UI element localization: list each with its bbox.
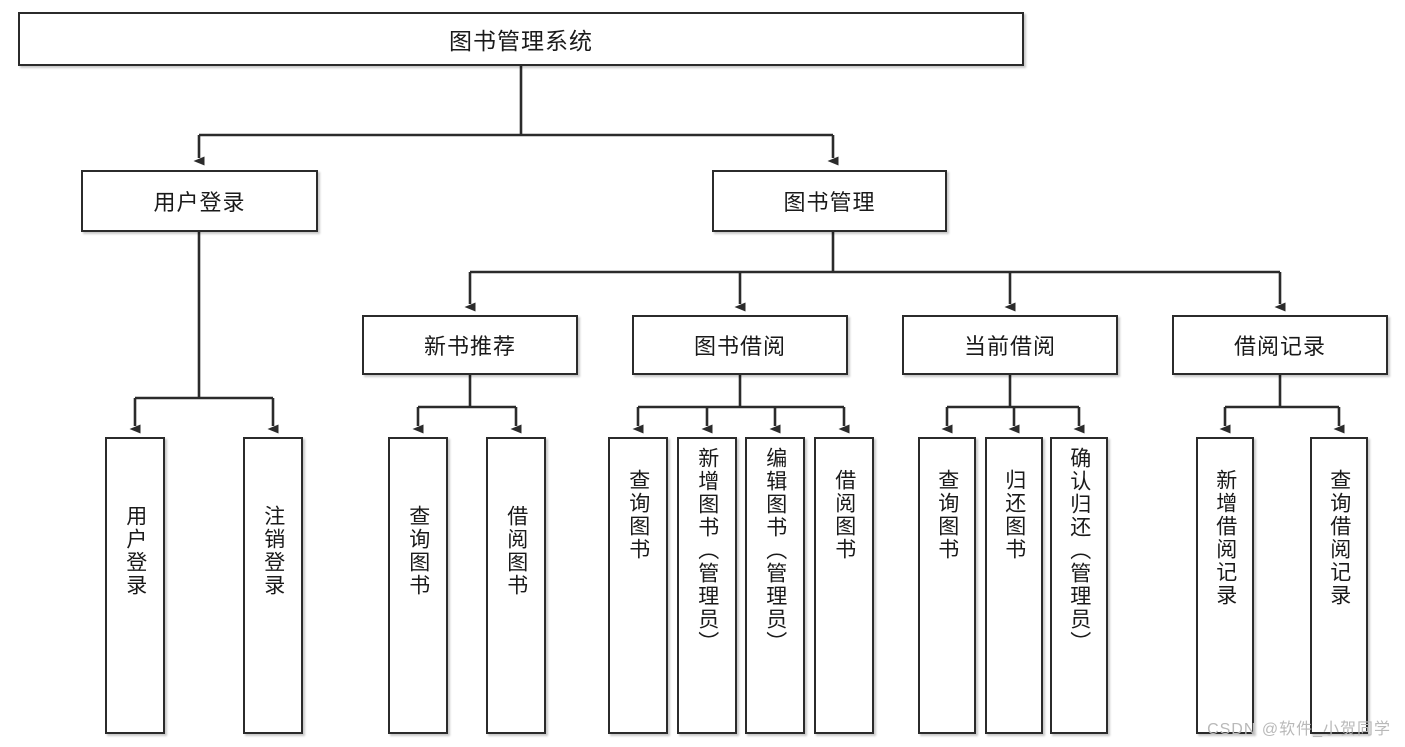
leaf-node[interactable]: 归还图书 [985,437,1043,734]
node-label: 新书推荐 [423,334,516,359]
node-current-borrow[interactable]: 当前借阅 [902,315,1118,375]
leaf-node[interactable]: 查询图书 [608,437,668,734]
leaf-node[interactable]: 查询图书 [918,437,976,734]
node-label: 借阅记录 [1233,334,1326,359]
leaf-label: 注销登录 [261,505,285,597]
leaf-label: 查询图书 [626,469,650,561]
node-book-management[interactable]: 图书管理 [712,170,947,232]
node-label: 图书管理 [783,190,876,215]
leaf-node[interactable]: 查询图书 [388,437,448,734]
leaf-label: 用户登录 [123,505,147,597]
node-root-system[interactable]: 图书管理系统 [18,12,1024,66]
leaf-node[interactable]: 编辑图书（管理员） [745,437,805,734]
node-root-label: 图书管理系统 [449,28,593,54]
node-label: 用户登录 [153,190,246,215]
leaf-node[interactable]: 新增图书（管理员） [677,437,737,734]
leaf-label: 借阅图书 [504,505,528,597]
leaf-label: 新增借阅记录 [1213,469,1237,607]
node-label: 图书借阅 [693,334,786,359]
leaf-node[interactable]: 注销登录 [243,437,303,734]
leaf-label: 编辑图书（管理员） [763,447,787,654]
leaf-label: 查询图书 [935,469,959,561]
leaf-label: 查询借阅记录 [1327,469,1351,607]
node-label: 当前借阅 [963,334,1056,359]
node-new-book-recommend[interactable]: 新书推荐 [362,315,578,375]
leaf-node[interactable]: 借阅图书 [486,437,546,734]
leaf-label: 归还图书 [1002,469,1026,561]
node-borrow-records[interactable]: 借阅记录 [1172,315,1388,375]
leaf-node[interactable]: 借阅图书 [814,437,874,734]
leaf-label: 确认归还（管理员） [1067,447,1091,654]
leaf-node[interactable]: 新增借阅记录 [1196,437,1254,734]
leaf-node[interactable]: 查询借阅记录 [1310,437,1368,734]
leaf-node[interactable]: 确认归还（管理员） [1050,437,1108,734]
leaf-node[interactable]: 用户登录 [105,437,165,734]
leaf-label: 借阅图书 [832,469,856,561]
node-user-login[interactable]: 用户登录 [81,170,318,232]
node-book-borrow[interactable]: 图书借阅 [632,315,848,375]
leaf-label: 查询图书 [406,505,430,597]
leaf-label: 新增图书（管理员） [695,447,719,654]
